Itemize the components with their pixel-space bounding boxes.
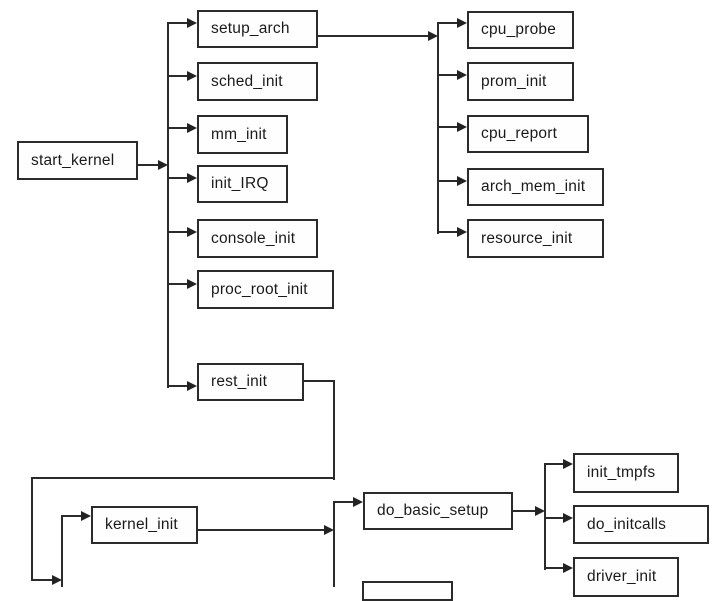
proc-root-init-arrowhead xyxy=(187,279,197,289)
connector-to-do-basic-setup xyxy=(333,501,353,503)
connector-trunk-do-basic-setup xyxy=(333,502,335,587)
do-initcalls-arrowhead xyxy=(563,513,573,523)
connector-to-sched-init xyxy=(167,75,187,77)
node-setup-arch: setup_arch xyxy=(197,10,318,48)
kernel-init-trunk-arrowhead xyxy=(52,575,62,585)
prom-init-arrowhead xyxy=(457,70,467,80)
node-init-irq: init_IRQ xyxy=(197,165,288,203)
node-do-initcalls: do_initcalls xyxy=(573,505,709,544)
do-basic-setup-arrowhead xyxy=(353,497,363,507)
rest-init-arrowhead xyxy=(187,381,197,391)
connector-trunk-initcalls xyxy=(544,463,546,570)
connector-to-driver-init xyxy=(544,567,563,569)
connector-to-rest-init xyxy=(167,385,187,387)
connector-to-kernel-init xyxy=(61,515,81,517)
node-proc-root-init: proc_root_init xyxy=(197,270,334,309)
node-kernel-init: kernel_init xyxy=(91,506,198,544)
setup-arch-arrowhead xyxy=(187,18,197,28)
connector-to-do-initcalls xyxy=(544,517,563,519)
kernel-init-out-arrowhead xyxy=(324,525,334,535)
connector-rest-init-down xyxy=(333,380,335,480)
connector-to-proc-root-init xyxy=(167,283,187,285)
node-do-basic-setup: do_basic_setup xyxy=(363,492,513,530)
connector-into-kernel-init-trunk xyxy=(31,579,52,581)
connector-to-console-init xyxy=(167,231,187,233)
kernel-init-arrowhead xyxy=(81,511,91,521)
connector-to-arch-mem-init xyxy=(437,180,457,182)
sched-init-arrowhead xyxy=(187,71,197,81)
init-irq-arrowhead xyxy=(187,173,197,183)
connector-kernel-init-out xyxy=(198,529,324,531)
connector-to-prom-init xyxy=(437,74,457,76)
node-init-tmpfs: init_tmpfs xyxy=(573,453,679,493)
node-cpu-probe: cpu_probe xyxy=(467,11,574,49)
connector-to-setup-arch xyxy=(167,22,187,24)
connector-do-basic-setup-out xyxy=(513,510,535,512)
node-console-init: console_init xyxy=(197,219,318,258)
node-prom-init: prom_init xyxy=(467,62,574,101)
start-kernel-trunk-arrowhead xyxy=(158,160,168,170)
connector-trunk-kernel-init xyxy=(61,515,63,587)
node-driver-init: driver_init xyxy=(573,557,679,597)
connector-rest-init-out xyxy=(304,380,335,382)
mm-init-arrowhead xyxy=(187,123,197,133)
node-sched-init: sched_init xyxy=(197,62,318,101)
connector-to-cpu-probe xyxy=(437,22,457,24)
init-tmpfs-arrowhead xyxy=(563,459,573,469)
connector-to-resource-init xyxy=(437,231,457,233)
connector-rest-init-across xyxy=(31,477,335,479)
connector-to-mm-init xyxy=(167,127,187,129)
do-basic-setup-out-arrowhead xyxy=(535,506,545,516)
node-mm-init: mm_init xyxy=(197,115,288,154)
setup-arch-trunk-arrowhead xyxy=(428,31,438,41)
cpu-probe-arrowhead xyxy=(457,18,467,28)
console-init-arrowhead xyxy=(187,227,197,237)
node-rest-init: rest_init xyxy=(197,363,304,401)
node-cpu-report: cpu_report xyxy=(467,115,589,153)
node-resource-init: resource_init xyxy=(467,219,604,258)
node-partial-bottom xyxy=(362,581,453,601)
resource-init-arrowhead xyxy=(457,227,467,237)
cpu-report-arrowhead xyxy=(457,122,467,132)
connector-start-kernel-trunk xyxy=(138,164,158,166)
connector-trunk-start-kernel xyxy=(167,22,169,388)
node-arch-mem-init: arch_mem_init xyxy=(467,168,604,206)
connector-setup-arch-trunk xyxy=(318,35,428,37)
connector-trunk-setup-arch xyxy=(437,22,439,234)
connector-to-init-tmpfs xyxy=(544,463,563,465)
node-start-kernel: start_kernel xyxy=(17,141,138,180)
driver-init-arrowhead xyxy=(563,563,573,573)
kernel-init-flowchart: { "diagram": { "type": "flowchart", "nod… xyxy=(17,10,709,601)
connector-to-init-irq xyxy=(167,177,187,179)
arch-mem-init-arrowhead xyxy=(457,176,467,186)
connector-rest-init-descend xyxy=(31,477,33,581)
connector-to-cpu-report xyxy=(437,126,457,128)
